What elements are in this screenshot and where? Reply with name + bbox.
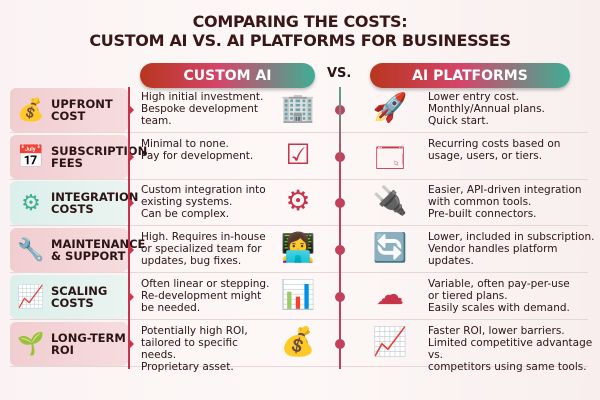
comparison-row: 🔧 MAINTENANCE & SUPPORT High. Requires i… xyxy=(10,227,594,273)
coin-plant-icon: 🌱 xyxy=(17,331,45,357)
office-team-icon: 🏢 xyxy=(280,91,316,124)
row-label-card: 📅 SUBSCRIPTION FEES xyxy=(10,135,147,179)
calendar-dollar-icon: 📅 xyxy=(17,144,45,170)
row-label: MAINTENANCE & SUPPORT xyxy=(51,237,146,263)
pointer-arrow xyxy=(128,151,134,163)
cloud-curve-chart-icon: ☁ xyxy=(376,278,404,311)
growth-chart-icon: 📈 xyxy=(17,284,45,310)
row-label-card: 💰 UPFRONT COST xyxy=(10,88,128,132)
row-label: SCALING COSTS xyxy=(51,284,108,310)
gears-refresh-icon: 🔄 xyxy=(372,231,408,264)
custom-ai-description: High. Requires in-house or specialized t… xyxy=(141,231,266,267)
comparison-row: 📈 SCALING COSTS Often linear or stepping… xyxy=(10,274,588,320)
support-agent-icon: 👩‍💻 xyxy=(280,231,316,264)
custom-ai-description: High initial investment. Bespoke develop… xyxy=(141,91,264,127)
pointer-arrow xyxy=(128,197,134,209)
row-label: UPFRONT COST xyxy=(51,97,113,123)
title-line-2: CUSTOM AI VS. AI PLATFORMS FOR BUSINESSE… xyxy=(89,31,511,50)
left-divider xyxy=(128,87,130,369)
ai-platforms-header: AI PLATFORMS xyxy=(370,63,570,88)
checklist-icon: ☑ xyxy=(285,138,311,171)
row-label-card: ⚙ INTEGRATION COSTS xyxy=(10,181,138,225)
pointer-arrow xyxy=(128,104,134,116)
bar-chart-up-icon: 📈 xyxy=(372,325,408,358)
row-label: INTEGRATION COSTS xyxy=(51,190,139,216)
custom-ai-description: Custom integration into existing systems… xyxy=(141,184,266,220)
title-line-1: COMPARING THE COSTS: xyxy=(192,12,408,31)
pointer-arrow xyxy=(128,291,134,303)
row-label: LONG-TERM ROI xyxy=(51,331,126,357)
custom-ai-description: Minimal to none. Pay for development. xyxy=(141,138,254,162)
comparison-row: 📅 SUBSCRIPTION FEES Minimal to none. Pay… xyxy=(10,134,588,180)
pricing-windows-icon: 🗔 xyxy=(374,142,406,175)
comparison-row: ⚙ INTEGRATION COSTS Custom integration i… xyxy=(10,180,588,226)
money-bags-icon: 💰 xyxy=(17,97,45,123)
center-timeline xyxy=(339,87,341,369)
comparison-row: 🌱 LONG-TERM ROI Potentially high ROI, ta… xyxy=(10,321,592,373)
wrench-screwdriver-icon: 🔧 xyxy=(17,237,45,263)
pointer-arrow xyxy=(128,244,134,256)
gears-hand-icon: ⚙ xyxy=(285,184,311,217)
network-gear-icon: ⚙ xyxy=(21,190,41,216)
plug-cloud-icon: 🔌 xyxy=(372,184,408,217)
money-bag-chart-icon: 💰 xyxy=(280,325,316,358)
custom-ai-description: Often linear or stepping. Re-development… xyxy=(141,278,270,314)
ai-platform-description: Easier, API-driven integration with comm… xyxy=(428,184,582,220)
row-label-card: 🔧 MAINTENANCE & SUPPORT xyxy=(10,228,145,272)
ai-platform-description: Lower entry cost. Monthly/Annual plans. … xyxy=(428,91,545,127)
row-label: SUBSCRIPTION FEES xyxy=(51,144,148,170)
comparison-row: 💰 UPFRONT COST High initial investment. … xyxy=(10,87,588,133)
pointer-arrow xyxy=(128,338,134,350)
row-label-card: 🌱 LONG-TERM ROI xyxy=(10,322,128,366)
ai-platform-description: Recurring costs based on usage, users, o… xyxy=(428,138,561,162)
row-label-card: 📈 SCALING COSTS xyxy=(10,275,128,319)
ai-platform-description: Lower, included in subscription. Vendor … xyxy=(428,231,595,267)
ai-platform-description: Variable, often pay-per-use or tiered pl… xyxy=(428,278,570,314)
vs-label: VS. xyxy=(327,66,352,81)
ai-platform-description: Faster ROI, lower barriers. Limited comp… xyxy=(428,325,593,373)
custom-ai-description: Potentially high ROI, tailored to specif… xyxy=(141,325,248,373)
rocket-desk-icon: 🚀 xyxy=(372,91,408,124)
custom-ai-header: CUSTOM AI xyxy=(140,63,315,88)
bar-chart-arrow-icon: 📊 xyxy=(280,278,316,311)
